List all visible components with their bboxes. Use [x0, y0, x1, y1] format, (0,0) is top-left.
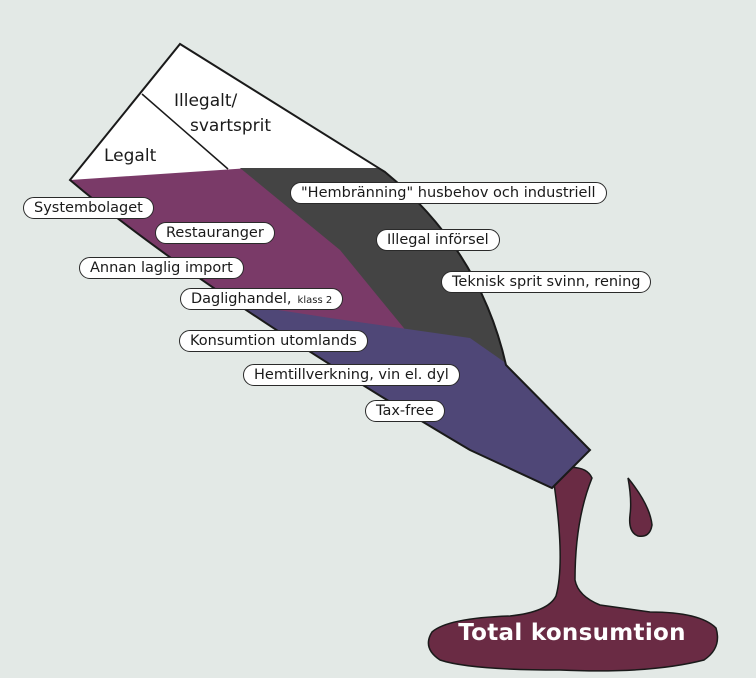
spill-drop: [627, 477, 653, 538]
label-teknisk-sprit: Teknisk sprit svinn, rening: [441, 271, 652, 293]
label-hemtillverkning: Hemtillverkning, vin el. dyl: [243, 364, 460, 386]
illegal-label-line2: svartsprit: [190, 116, 271, 136]
label-konsumtion-utomlands: Konsumtion utomlands: [179, 330, 368, 352]
label-restauranger: Restauranger: [155, 222, 275, 244]
daglighandel-note: klass 2: [297, 295, 333, 306]
bottle-outline: [68, 42, 592, 490]
label-daglighandel: Daglighandel, klass 2: [180, 288, 344, 310]
label-hembranning: "Hembränning" husbehov och industriell: [290, 182, 607, 204]
spill-stream: [427, 466, 719, 672]
label-systembolaget: Systembolaget: [23, 197, 154, 219]
daglighandel-text: Daglighandel,: [191, 291, 292, 307]
total-konsumtion-label: Total konsumtion: [458, 620, 686, 646]
divider-line: [141, 93, 229, 170]
label-annan-laglig-import: Annan laglig import: [79, 257, 244, 279]
label-tax-free: Tax-free: [365, 400, 445, 422]
label-illegal-inforsel: Illegal införsel: [376, 229, 500, 251]
legal-label: Legalt: [104, 146, 157, 166]
illegal-label-line1: Illegalt/: [174, 91, 238, 111]
